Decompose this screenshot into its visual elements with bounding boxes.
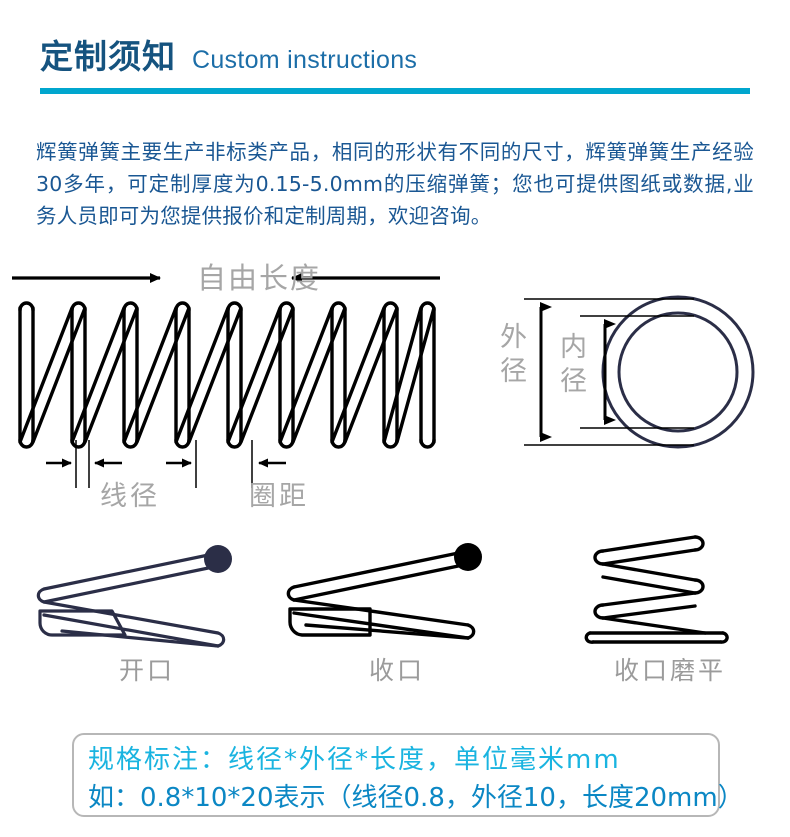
closed-end-art bbox=[286, 543, 482, 640]
page-header: 定制须知 Custom instructions bbox=[0, 0, 790, 100]
ring-diagram-svg bbox=[524, 295, 755, 449]
intro-paragraph: 辉簧弹簧主要生产非标类产品，相同的形状有不同的尺寸，辉簧弹簧生产经验30多年，可… bbox=[36, 140, 754, 228]
end-type-open: 开口 bbox=[22, 525, 272, 710]
open-end-wire-tip bbox=[204, 545, 232, 573]
spring-side-view-diagram: 自由长度 线径 圈距 bbox=[0, 252, 790, 522]
ring-cross-section-diagram: 外径 内径 bbox=[498, 275, 788, 475]
page-title-cn: 定制须知 bbox=[40, 37, 176, 76]
spring-diagram-svg bbox=[12, 273, 440, 488]
pitch-label: 圈距 bbox=[249, 481, 309, 512]
open-end-art bbox=[36, 545, 232, 648]
title-underline-rule bbox=[40, 88, 750, 94]
inner-circle bbox=[617, 311, 739, 433]
outer-diameter-label: 外径 bbox=[500, 322, 527, 387]
page-title-en: Custom instructions bbox=[192, 46, 418, 74]
spec-note-line-2: 如：0.8*10*20表示（线径0.8，外径10，长度20mm） bbox=[88, 783, 744, 813]
page-title: 定制须知 Custom instructions bbox=[40, 40, 417, 73]
end-type-closed-ground: 收口磨平 bbox=[545, 525, 790, 710]
end-type-closed-label: 收口 bbox=[368, 656, 425, 685]
outer-circle bbox=[601, 295, 755, 449]
spec-note-line-1: 规格标注：线径*外径*长度，单位毫米mm bbox=[88, 745, 621, 775]
end-type-closed: 收口 bbox=[272, 525, 522, 710]
free-length-label: 自由长度 bbox=[197, 261, 322, 295]
spring-end-types-row: 开口 收口 bbox=[0, 525, 790, 710]
spec-note-box: 规格标注：线径*外径*长度，单位毫米mm 如：0.8*10*20表示（线径0.8… bbox=[72, 733, 744, 817]
spring-coil-outline bbox=[18, 301, 436, 449]
inner-diameter-label: 内径 bbox=[560, 332, 587, 397]
end-type-open-label: 开口 bbox=[118, 656, 175, 685]
closed-end-wire-tip bbox=[454, 543, 482, 571]
wire-diameter-label: 线径 bbox=[100, 481, 160, 512]
closed-ground-end-art bbox=[584, 535, 729, 644]
end-type-closed-ground-label: 收口磨平 bbox=[613, 656, 726, 685]
